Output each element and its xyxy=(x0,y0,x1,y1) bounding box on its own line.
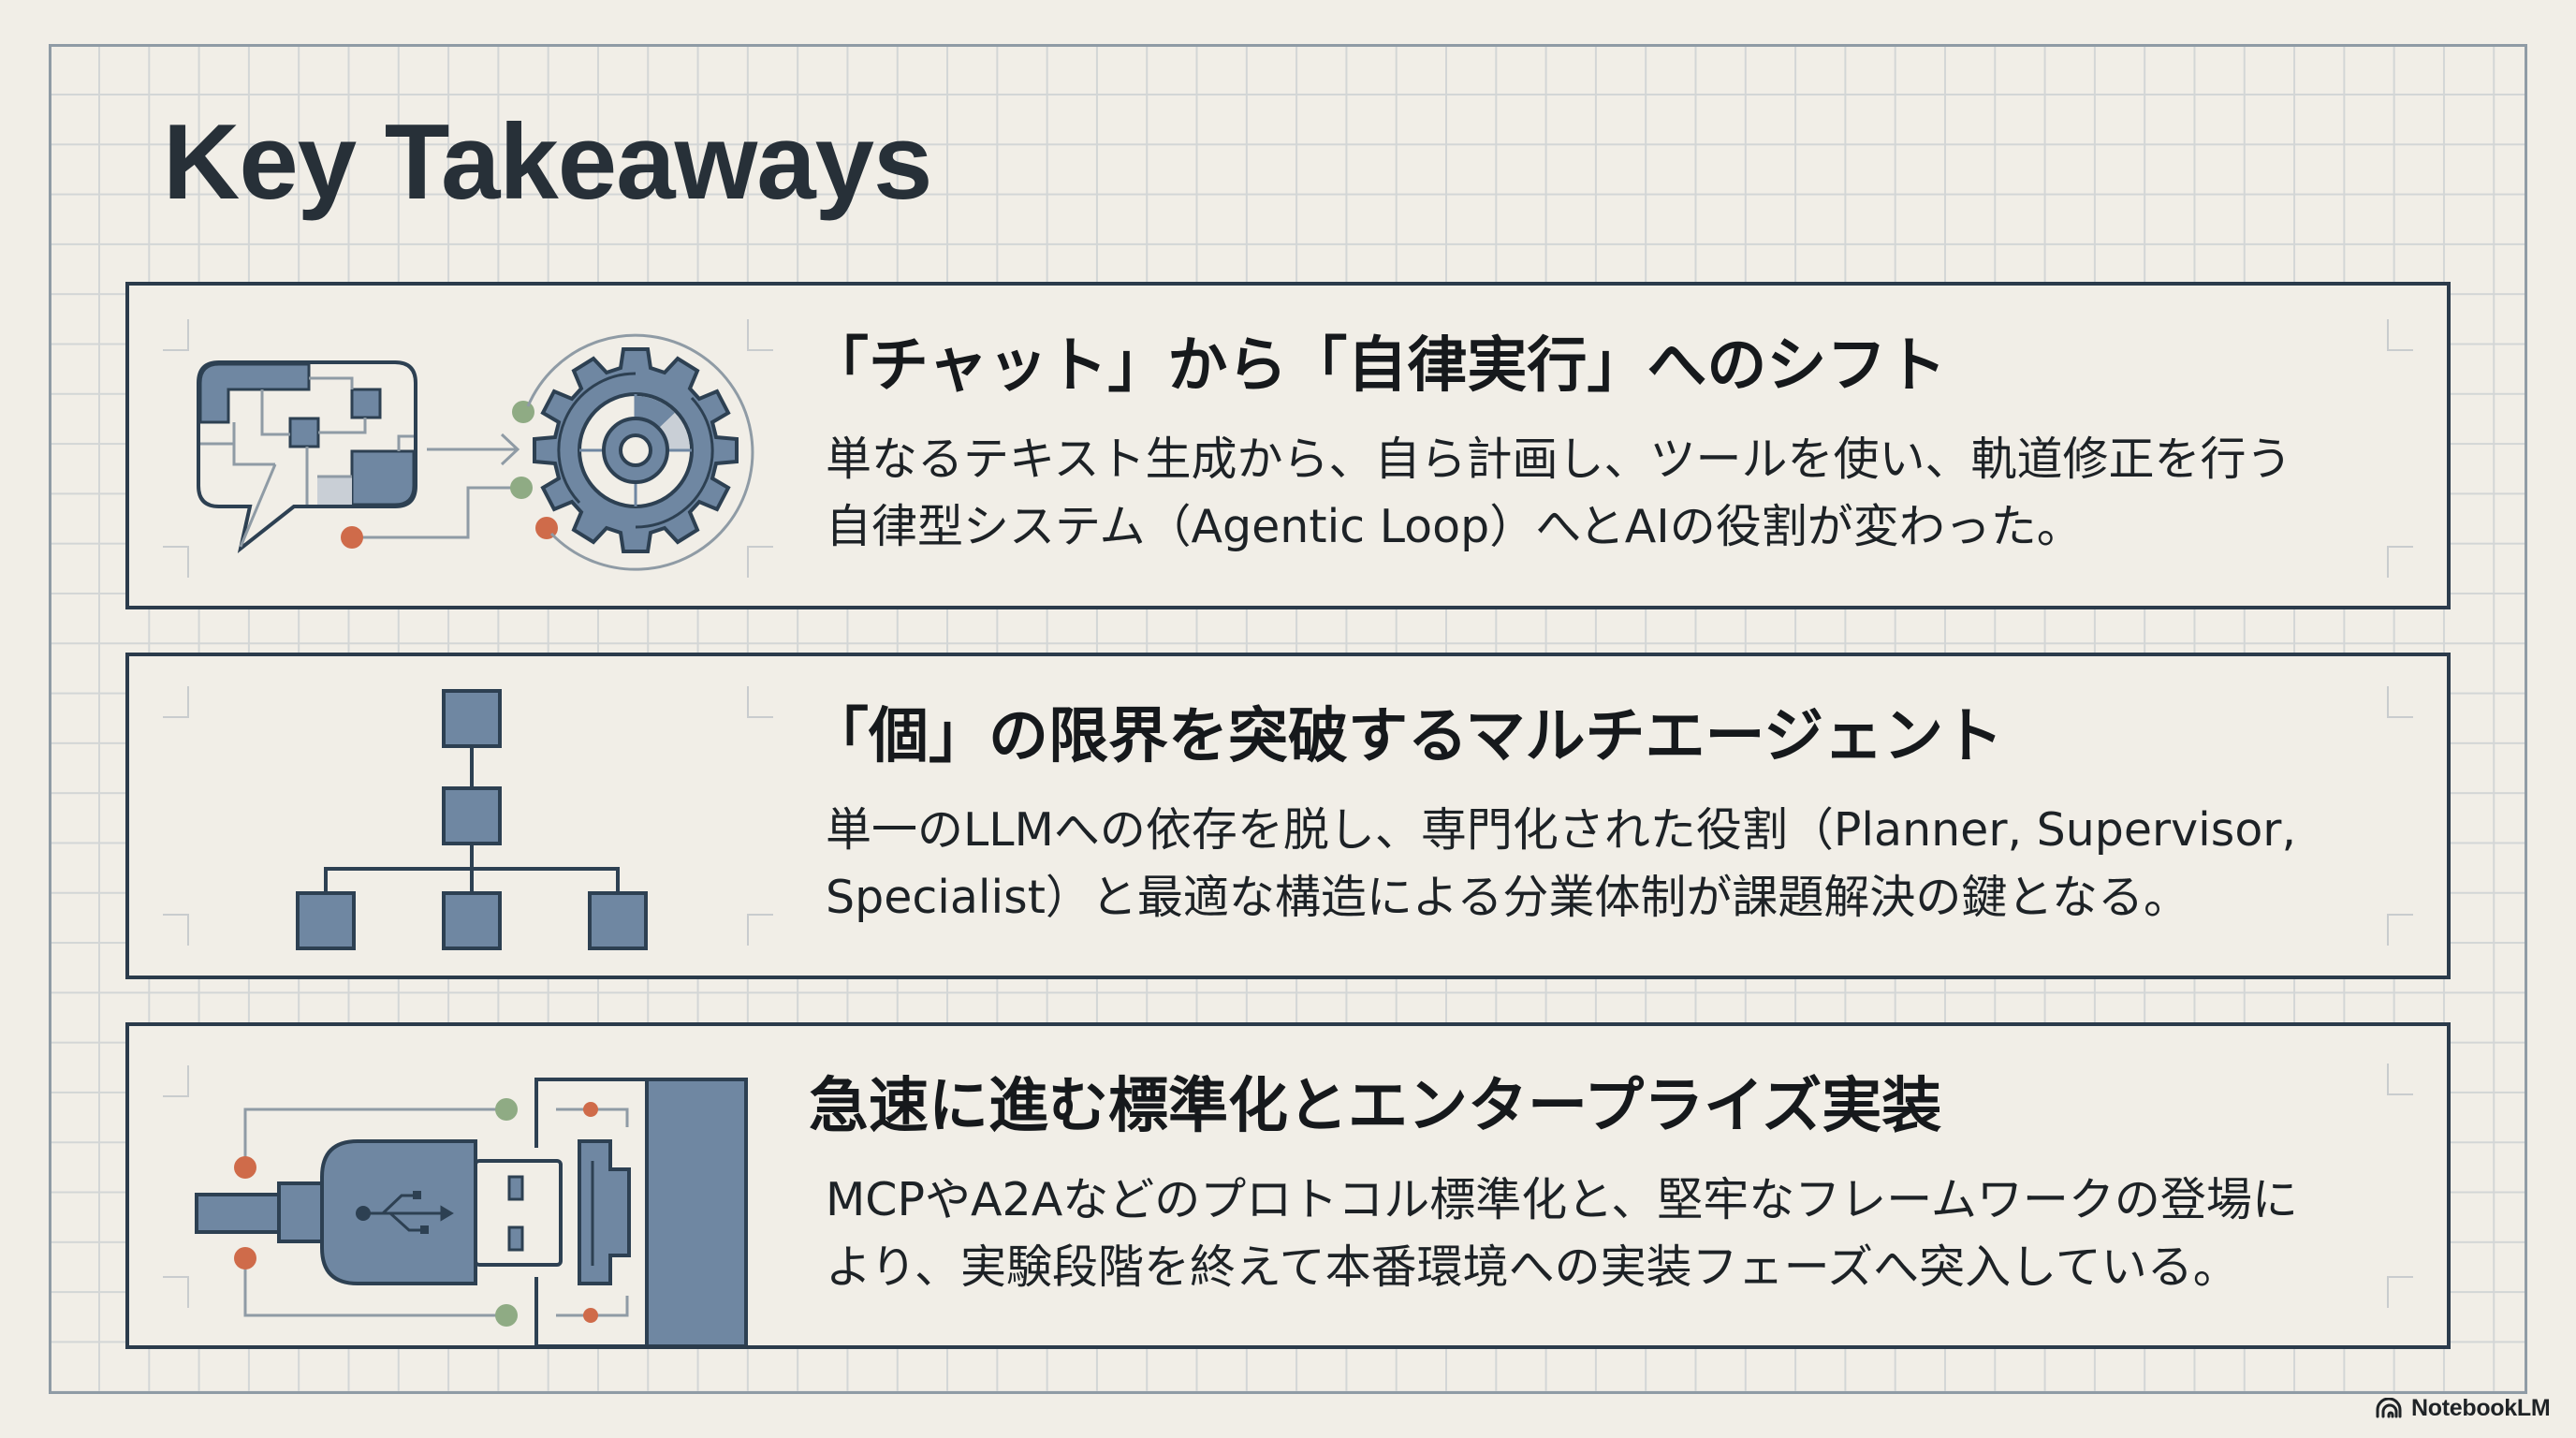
corner-mark xyxy=(2387,914,2413,946)
card-body-line: 単一のLLMへの依存を脱し、専門化された役割（Planner, Supervis… xyxy=(826,803,2297,857)
hierarchy-icon xyxy=(129,656,803,976)
page-title: Key Takeaways xyxy=(163,103,932,222)
corner-mark xyxy=(163,546,189,578)
takeaway-card-2: 「個」の限界を突破するマルチエージェント 単一のLLMへの依存を脱し、専門化され… xyxy=(125,653,2451,979)
corner-mark xyxy=(747,686,773,718)
corner-mark xyxy=(163,1276,189,1308)
card-body: MCPやA2Aなどのプロトコル標準化と、堅牢なフレームワークの登場により、実験段… xyxy=(826,1167,2298,1301)
green-node-icon xyxy=(495,1098,518,1121)
usb-plug-icon xyxy=(195,1139,563,1285)
corner-mark xyxy=(2387,1064,2413,1095)
node-box xyxy=(442,786,502,845)
node-box xyxy=(296,891,356,950)
corner-mark xyxy=(163,686,189,718)
takeaway-card-1: 「チャット」から「自律実行」へのシフト 単なるテキスト生成から、自ら計画し、ツー… xyxy=(125,282,2451,609)
card-body-line: 単なるテキスト生成から、自ら計画し、ツールを使い、軌道修正を行う xyxy=(826,433,2292,486)
usb-symbol-icon xyxy=(356,1191,454,1234)
corner-mark xyxy=(163,319,189,351)
takeaway-card-3: 急速に進む標準化とエンタープライズ実装 MCPやA2Aなどのプロトコル標準化と、… xyxy=(125,1022,2451,1349)
corner-mark xyxy=(747,914,773,946)
arrow-right-icon xyxy=(427,433,520,466)
orange-node-icon xyxy=(234,1247,256,1269)
corner-mark xyxy=(163,914,189,946)
card-heading: 「個」の限界を突破するマルチエージェント xyxy=(809,702,2004,771)
usb-port-icon xyxy=(534,1078,748,1345)
usb-connector-icon xyxy=(129,1026,803,1345)
node-box xyxy=(588,891,648,950)
card-text: 急速に進む標準化とエンタープライズ実装 MCPやA2Aなどのプロトコル標準化と、… xyxy=(809,1026,2391,1345)
card-body-line: 自律型システム（Agentic Loop）へとAIの役割が変わった。 xyxy=(826,500,2083,553)
node-box xyxy=(442,891,502,950)
green-node-icon xyxy=(495,1304,518,1327)
orange-node-icon xyxy=(234,1156,256,1179)
green-node-icon xyxy=(510,477,533,499)
card-text: 「個」の限界を突破するマルチエージェント 単一のLLMへの依存を脱し、専門化され… xyxy=(809,656,2391,976)
corner-mark xyxy=(2387,319,2413,351)
corner-mark xyxy=(163,1065,189,1097)
notebooklm-logo-icon xyxy=(2376,1398,2402,1418)
corner-mark xyxy=(2387,1276,2413,1308)
corner-mark xyxy=(747,546,773,578)
card-heading: 「チャット」から「自律実行」へのシフト xyxy=(809,331,1947,401)
node-box xyxy=(442,689,502,748)
card-heading: 急速に進む標準化とエンタープライズ実装 xyxy=(809,1072,1942,1141)
brand-name: NotebookLM xyxy=(2411,1394,2551,1421)
corner-mark xyxy=(747,319,773,351)
orange-node-icon xyxy=(341,526,363,549)
speech-bubble-icon xyxy=(197,360,417,554)
brand-watermark: NotebookLM xyxy=(2376,1394,2551,1422)
card-body-line: MCPやA2Aなどのプロトコル標準化と、堅牢なフレームワークの登場に xyxy=(826,1173,2298,1226)
card-text: 「チャット」から「自律実行」へのシフト 単なるテキスト生成から、自ら計画し、ツー… xyxy=(809,286,2391,606)
card-body: 単一のLLMへの依存を脱し、専門化された役割（Planner, Supervis… xyxy=(826,797,2296,932)
chat-to-gear-icon xyxy=(129,286,803,606)
corner-mark xyxy=(2387,546,2413,578)
corner-mark xyxy=(2387,686,2413,718)
green-node-icon xyxy=(512,401,534,423)
gear-icon xyxy=(533,347,739,553)
card-body-line: より、実験段階を終えて本番環境への実装フェーズへ突入している。 xyxy=(826,1240,2239,1294)
card-body-line: Specialist）と最適な構造による分業体制が課題解決の鍵となる。 xyxy=(826,871,2189,924)
card-body: 単なるテキスト生成から、自ら計画し、ツールを使い、軌道修正を行う自律型システム（… xyxy=(826,426,2292,561)
